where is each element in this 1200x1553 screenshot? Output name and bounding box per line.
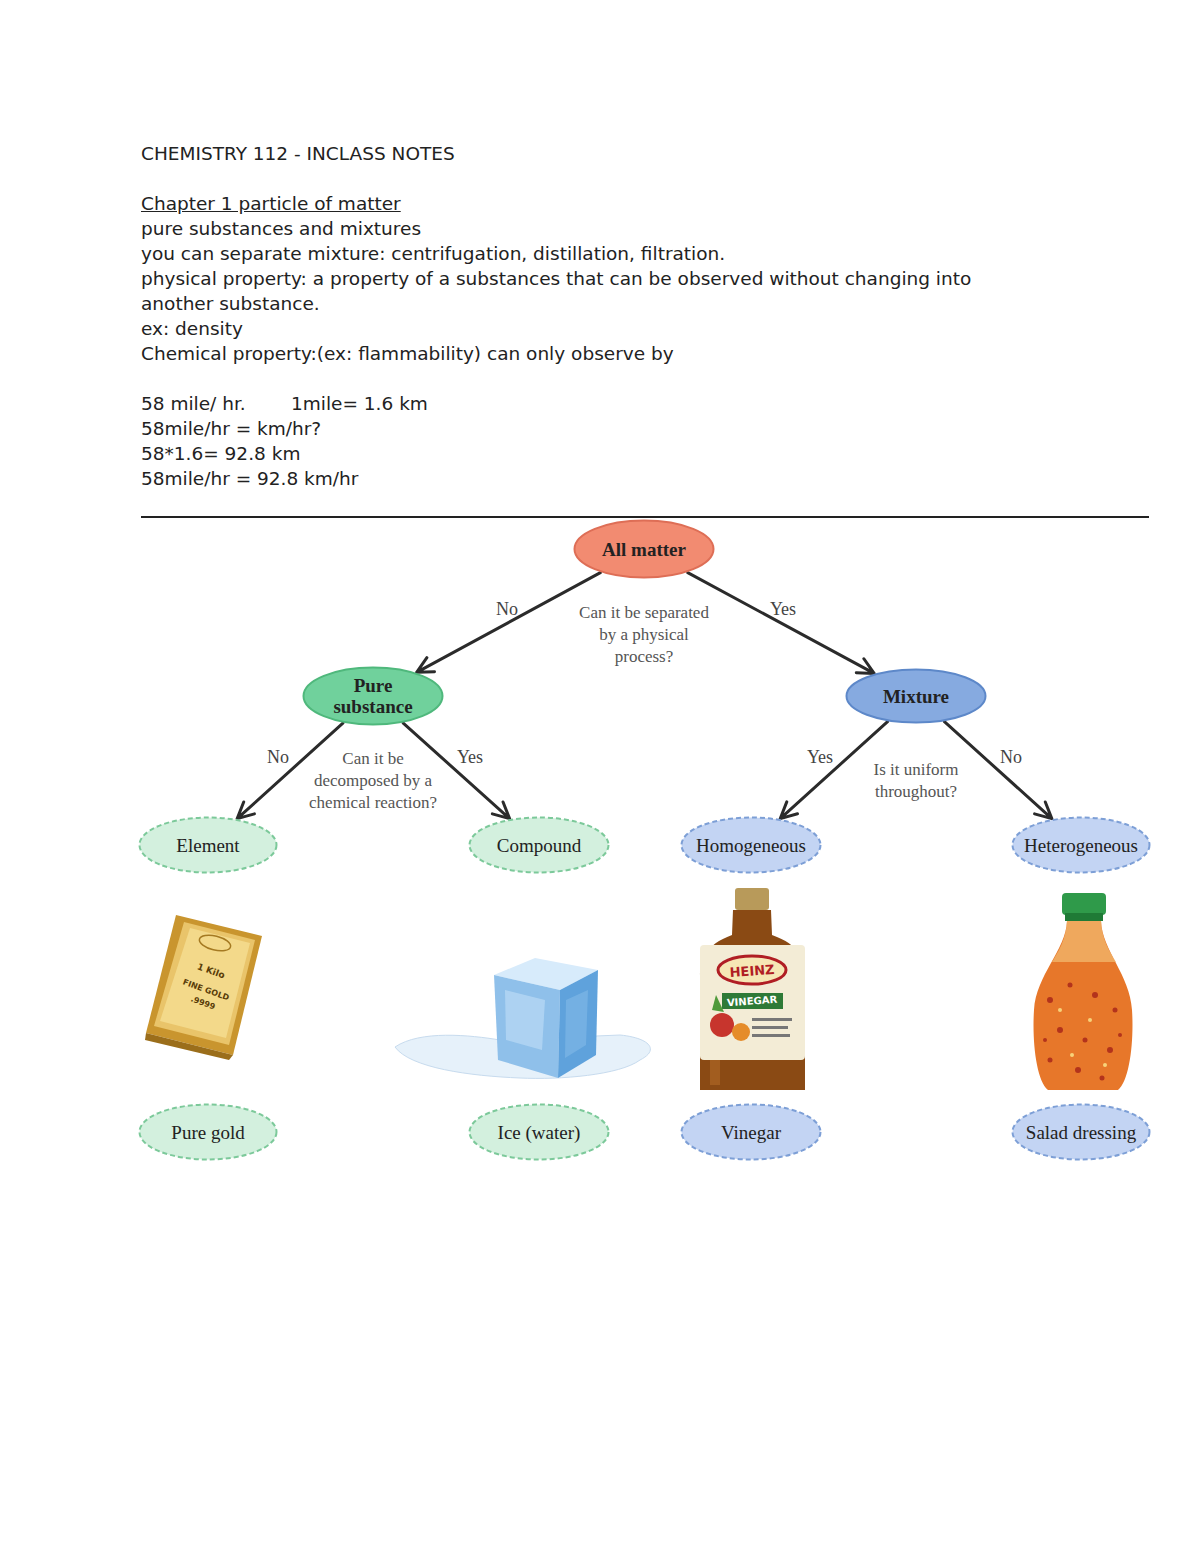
node-text: All matter xyxy=(602,539,686,560)
oval-node: Heterogeneous xyxy=(1011,816,1151,874)
oval-outline xyxy=(682,1105,821,1160)
oval-outline xyxy=(470,1105,609,1160)
node-text: Heterogeneous xyxy=(1024,835,1138,856)
oval-outline xyxy=(1013,1105,1150,1160)
oval-node: Compound xyxy=(468,816,610,874)
calculation-line: 58 mile/ hr. xyxy=(141,391,246,416)
node-text: Compound xyxy=(497,835,581,856)
oval-outline xyxy=(304,668,443,725)
oval-node: All matter xyxy=(573,519,715,579)
arrow-connector xyxy=(688,573,874,674)
salad-dressing-bottle xyxy=(1034,893,1133,1090)
question-text: Is it uniform throughout? xyxy=(869,759,964,803)
photo-text: HEINZ xyxy=(729,962,775,980)
oval-node: Pure substance xyxy=(302,666,444,726)
oval-outline xyxy=(470,818,609,873)
ice-cube xyxy=(395,958,650,1078)
note-line: physical property: a property of a subst… xyxy=(141,266,991,316)
calculation-line: 58mile/hr = 92.8 km/hr xyxy=(141,466,358,491)
oval-outline xyxy=(1013,818,1150,873)
note-line: you can separate mixture: centrifugation… xyxy=(141,241,725,266)
gold-bar xyxy=(145,915,262,1060)
arrow-connector xyxy=(417,573,601,673)
oval-node: Pure gold xyxy=(138,1103,278,1161)
edge-label: No xyxy=(1000,747,1022,768)
edge-label: No xyxy=(496,599,518,620)
node-text: Ice (water) xyxy=(498,1122,581,1143)
page-title: CHEMISTRY 112 - INCLASS NOTES xyxy=(141,141,455,166)
edge-label: Yes xyxy=(807,747,833,768)
note-line: pure substances and mixtures xyxy=(141,216,421,241)
oval-outline xyxy=(140,818,277,873)
calculation-line: 58mile/hr = km/hr? xyxy=(141,416,321,441)
edge-label: No xyxy=(267,747,289,768)
edge-label: Yes xyxy=(770,599,796,620)
node-text: Salad dressing xyxy=(1026,1122,1136,1143)
section-heading: Chapter 1 particle of matter xyxy=(141,191,401,216)
note-line: Chemical property:(ex: flammability) can… xyxy=(141,341,674,366)
oval-outline xyxy=(847,670,986,723)
oval-node: Mixture xyxy=(845,668,987,724)
node-text: Element xyxy=(176,835,239,856)
oval-outline xyxy=(140,1105,277,1160)
oval-node: Salad dressing xyxy=(1011,1103,1151,1161)
rule-line xyxy=(141,516,1149,518)
node-text: Mixture xyxy=(883,686,949,707)
arrow-connector xyxy=(780,722,887,819)
node-text: Pure substance xyxy=(328,675,418,717)
note-line: ex: density xyxy=(141,316,243,341)
oval-node: Homogeneous xyxy=(680,816,822,874)
oval-node: Vinegar xyxy=(680,1103,822,1161)
question-text: Can it be separated by a physical proces… xyxy=(577,602,712,668)
vinegar-bottle xyxy=(700,888,805,1090)
oval-node: Ice (water) xyxy=(468,1103,610,1161)
calculation-line: 1mile= 1.6 km xyxy=(291,391,428,416)
arrow-connector xyxy=(944,722,1051,819)
node-text: Vinegar xyxy=(721,1122,781,1143)
oval-outline xyxy=(682,818,821,873)
question-text: Can it be decomposed by a chemical react… xyxy=(298,748,448,814)
oval-outline xyxy=(575,521,714,578)
calculation-line: 58*1.6= 92.8 km xyxy=(141,441,300,466)
oval-node: Element xyxy=(138,816,278,874)
node-text: Homogeneous xyxy=(696,835,806,856)
edge-label: Yes xyxy=(457,747,483,768)
node-text: Pure gold xyxy=(171,1122,244,1143)
